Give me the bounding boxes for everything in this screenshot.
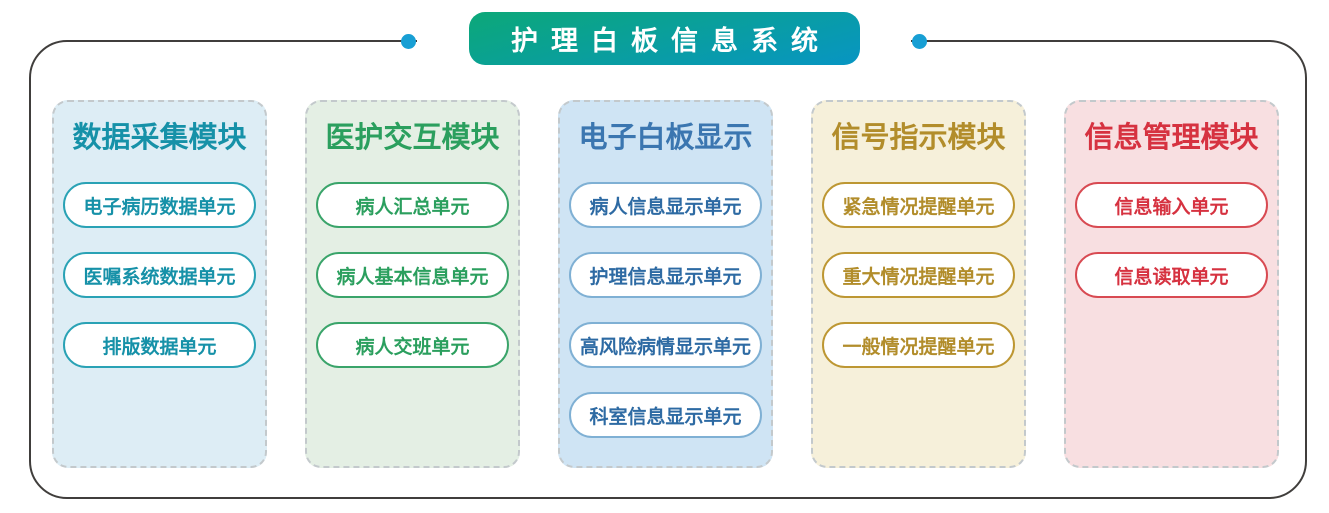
connector-dot-right-icon: [912, 34, 927, 49]
module-card-medical-interaction: 医护交互模块病人汇总单元病人基本信息单元病人交班单元: [305, 100, 520, 468]
unit-pill: 高风险病情显示单元: [569, 322, 762, 368]
unit-pill: 病人基本信息单元: [316, 252, 509, 298]
unit-pill: 紧急情况提醒单元: [822, 182, 1015, 228]
unit-pill: 医嘱系统数据单元: [63, 252, 256, 298]
modules-row: 数据采集模块电子病历数据单元医嘱系统数据单元排版数据单元医护交互模块病人汇总单元…: [52, 100, 1279, 468]
module-card-signal-indication: 信号指示模块紧急情况提醒单元重大情况提醒单元一般情况提醒单元: [811, 100, 1026, 468]
unit-pill: 重大情况提醒单元: [822, 252, 1015, 298]
unit-pill: 病人汇总单元: [316, 182, 509, 228]
module-card-info-management: 信息管理模块信息输入单元信息读取单元: [1064, 100, 1279, 468]
unit-pill: 排版数据单元: [63, 322, 256, 368]
unit-pill: 护理信息显示单元: [569, 252, 762, 298]
unit-pill: 科室信息显示单元: [569, 392, 762, 438]
unit-pill: 病人交班单元: [316, 322, 509, 368]
module-title-medical-interaction: 医护交互模块: [325, 120, 500, 154]
module-title-data-collection: 数据采集模块: [72, 120, 247, 154]
module-title-signal-indication: 信号指示模块: [831, 120, 1006, 154]
module-card-data-collection: 数据采集模块电子病历数据单元医嘱系统数据单元排版数据单元: [52, 100, 267, 468]
unit-pill: 一般情况提醒单元: [822, 322, 1015, 368]
module-card-whiteboard-display: 电子白板显示病人信息显示单元护理信息显示单元高风险病情显示单元科室信息显示单元: [558, 100, 773, 468]
module-title-info-management: 信息管理模块: [1084, 120, 1259, 154]
unit-pill: 信息读取单元: [1075, 252, 1268, 298]
system-title: 护理白板信息系统: [511, 26, 831, 57]
system-title-badge: 护理白板信息系统: [469, 12, 860, 65]
unit-pill: 电子病历数据单元: [63, 182, 256, 228]
unit-pill: 信息输入单元: [1075, 182, 1268, 228]
unit-pill: 病人信息显示单元: [569, 182, 762, 228]
module-title-whiteboard-display: 电子白板显示: [578, 120, 753, 154]
connector-dot-left-icon: [401, 34, 416, 49]
